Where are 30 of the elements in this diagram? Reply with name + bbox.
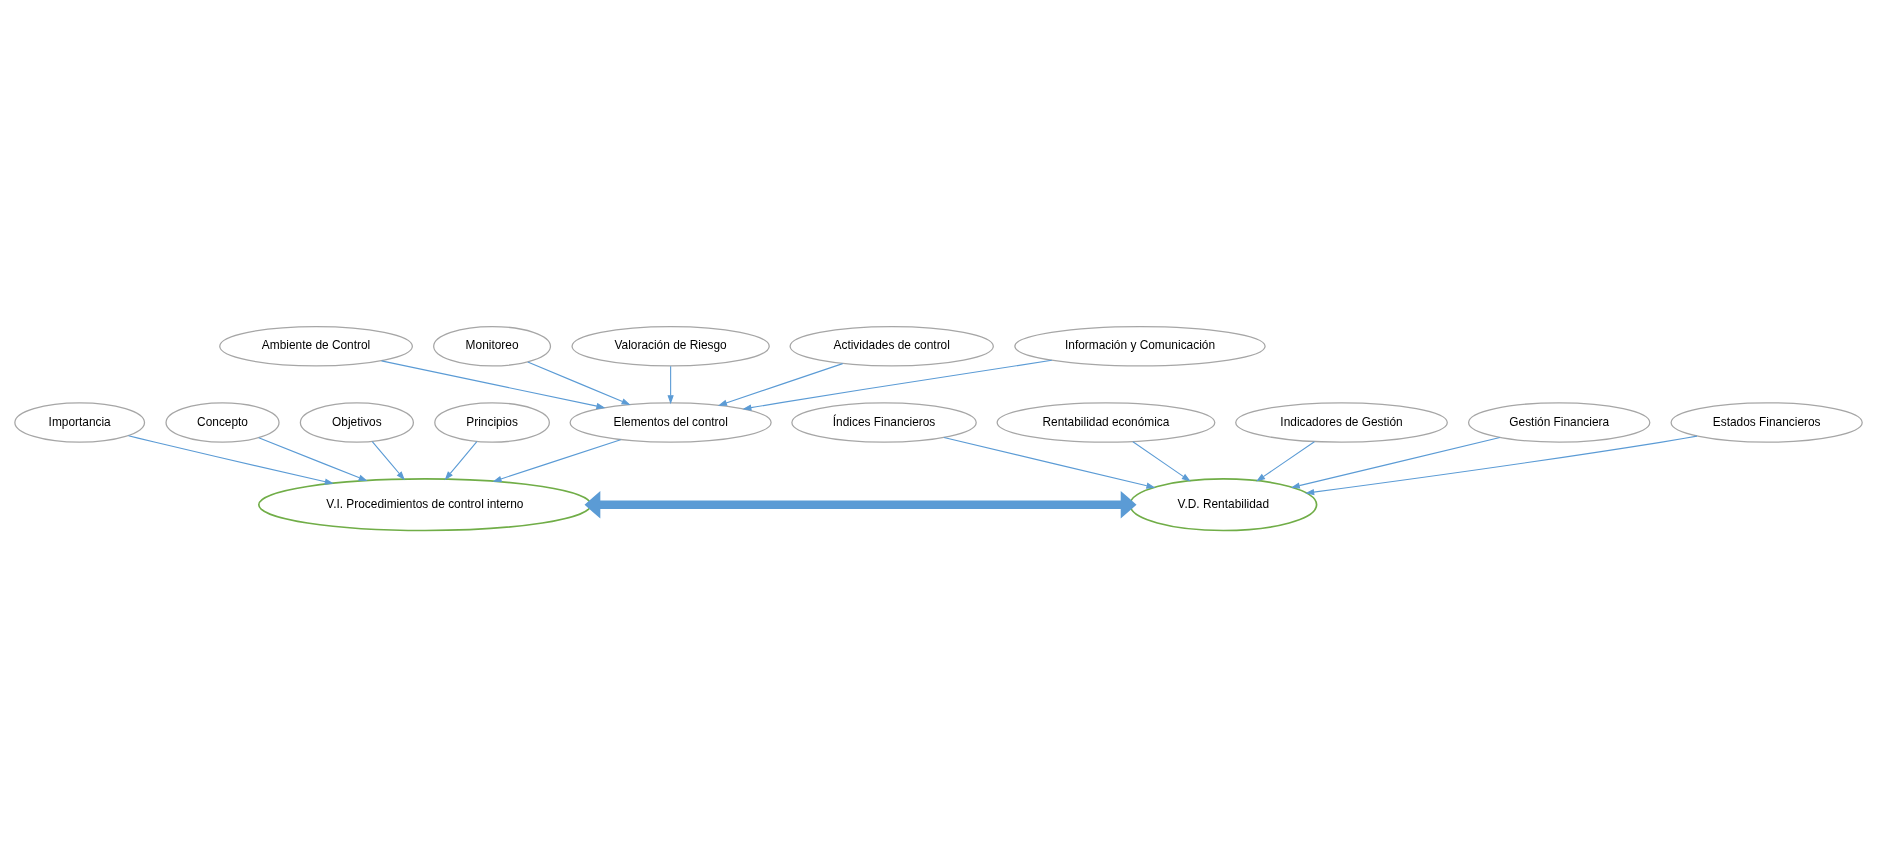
node-ellipse: Estados Financieros [1670, 402, 1863, 443]
arrow [527, 361, 631, 405]
arrow [667, 365, 674, 405]
arrow [717, 363, 844, 406]
arrow [1256, 441, 1315, 482]
node-ellipse: Objetivos [299, 402, 414, 443]
arrow [742, 359, 1053, 411]
arrow [1132, 441, 1191, 482]
arrow [584, 490, 1137, 519]
node-ellipse: Monitoreo [433, 325, 552, 367]
node-ellipse: Gestión Financiera [1467, 402, 1651, 443]
node-ellipse: Indicadores de Gestión [1235, 402, 1448, 443]
arrow [1305, 435, 1698, 496]
arrow [380, 360, 606, 410]
node-ellipse: Ambiente de Control [219, 325, 413, 367]
arrow [492, 439, 622, 482]
arrow [258, 437, 368, 482]
node-ellipse: Concepto [165, 402, 280, 443]
node-ellipse: Principios [434, 402, 550, 443]
arrow [1290, 437, 1501, 489]
node-ellipse: Importancia [14, 402, 146, 443]
arrow [444, 441, 478, 481]
node-ellipse: Actividades de control [789, 325, 994, 367]
node-ellipse: Rentabilidad económica [996, 402, 1216, 443]
arrow [371, 441, 405, 481]
node-ellipse: Información y Comunicación [1014, 325, 1266, 367]
node-ellipse: Valoración de Riesgo [571, 325, 770, 367]
arrow [943, 437, 1156, 489]
arrow [127, 435, 334, 485]
node-ellipse: Índices Financieros [791, 402, 977, 443]
